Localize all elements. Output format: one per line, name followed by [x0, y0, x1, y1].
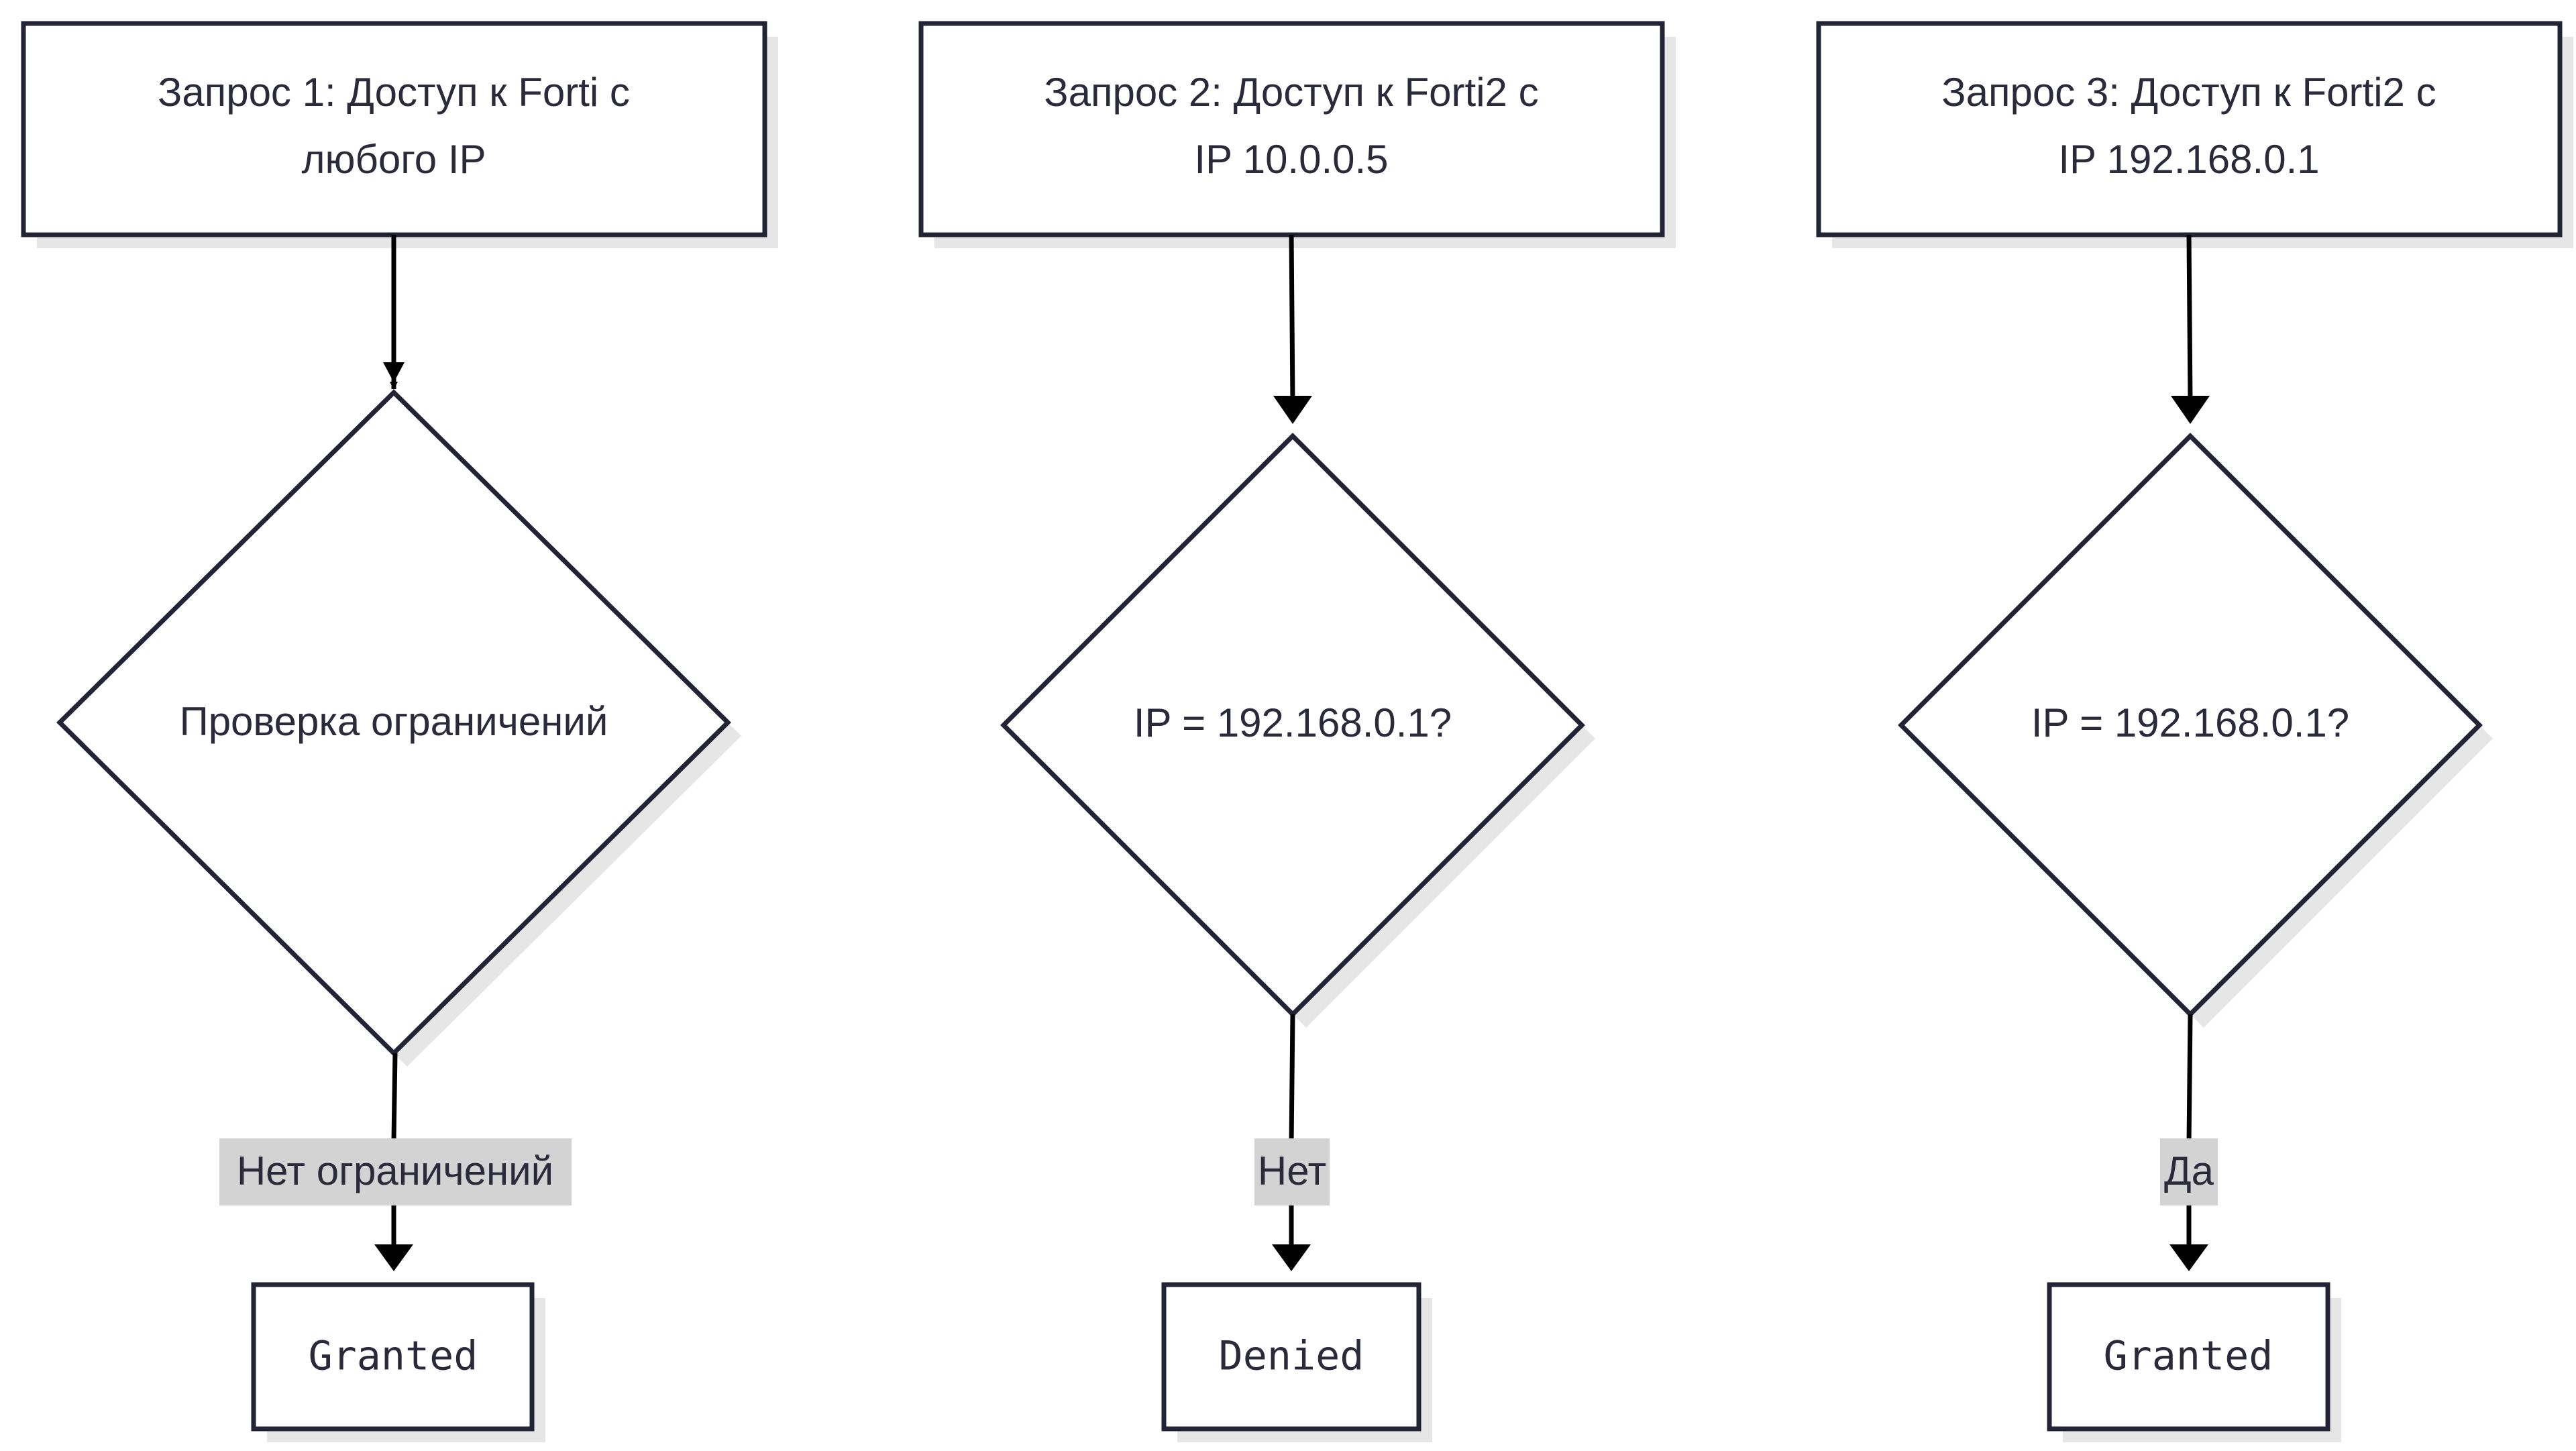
result-2-box: Denied: [1161, 1282, 1432, 1442]
result-1-box: Granted: [251, 1282, 545, 1442]
decision-2-label: IP = 192.168.0.1?: [1134, 700, 1452, 745]
edge-label-2: Нет: [1254, 1138, 1330, 1205]
edge-label-3-text: Да: [2164, 1148, 2214, 1193]
edge-label-3: Да: [2160, 1138, 2218, 1205]
decision-1-label: Проверка ограничений: [180, 699, 608, 744]
edge-label-2-text: Нет: [1258, 1148, 1326, 1193]
decision-2-diamond: IP = 192.168.0.1?: [1000, 433, 1595, 1028]
result-3-box: Granted: [2047, 1282, 2341, 1442]
flow-2: Запрос 2: Доступ к Forti2 с IP 10.0.0.5 …: [918, 21, 1676, 1442]
arrowhead-3a: [2171, 396, 2210, 424]
arrowhead-3b: [2169, 1244, 2208, 1271]
result-3-label: Granted: [2104, 1333, 2273, 1380]
request-2-box: Запрос 2: Доступ к Forti2 с IP 10.0.0.5: [918, 21, 1676, 248]
flow-1: Запрос 1: Доступ к Forti с любого IP Про…: [21, 21, 778, 1442]
request-2-line1: Запрос 2: Доступ к Forti2 с: [1044, 70, 1538, 115]
request-1-line2: любого IP: [301, 137, 486, 182]
result-2-label: Denied: [1219, 1333, 1364, 1380]
edge-label-1: Нет ограничений: [219, 1138, 572, 1205]
request-1-box: Запрос 1: Доступ к Forti с любого IP: [21, 21, 778, 248]
decision-3-label: IP = 192.168.0.1?: [2031, 700, 2349, 745]
request-2-line2: IP 10.0.0.5: [1194, 137, 1388, 182]
request-3-line2: IP 192.168.0.1: [2058, 137, 2319, 182]
arrowhead-2b: [1272, 1244, 1311, 1271]
edge-request-2-to-decision-2: [1289, 234, 1295, 403]
result-1-label: Granted: [309, 1333, 478, 1380]
request-3-line1: Запрос 3: Доступ к Forti2 с: [1941, 70, 2436, 115]
decision-1-diamond: Проверка ограничений: [56, 389, 741, 1067]
edge-request-3-to-decision-3: [2186, 234, 2193, 403]
request-3-box: Запрос 3: Доступ к Forti2 с IP 192.168.0…: [1816, 21, 2573, 248]
decision-3-diamond: IP = 192.168.0.1?: [1898, 433, 2493, 1028]
arrowhead-2a: [1273, 396, 1312, 424]
flow-3: Запрос 3: Доступ к Forti2 с IP 192.168.0…: [1816, 21, 2573, 1442]
request-1-line1: Запрос 1: Доступ к Forti с: [158, 70, 630, 115]
arrowhead-1: [374, 1244, 413, 1271]
edge-label-1-text: Нет ограничений: [237, 1148, 553, 1193]
